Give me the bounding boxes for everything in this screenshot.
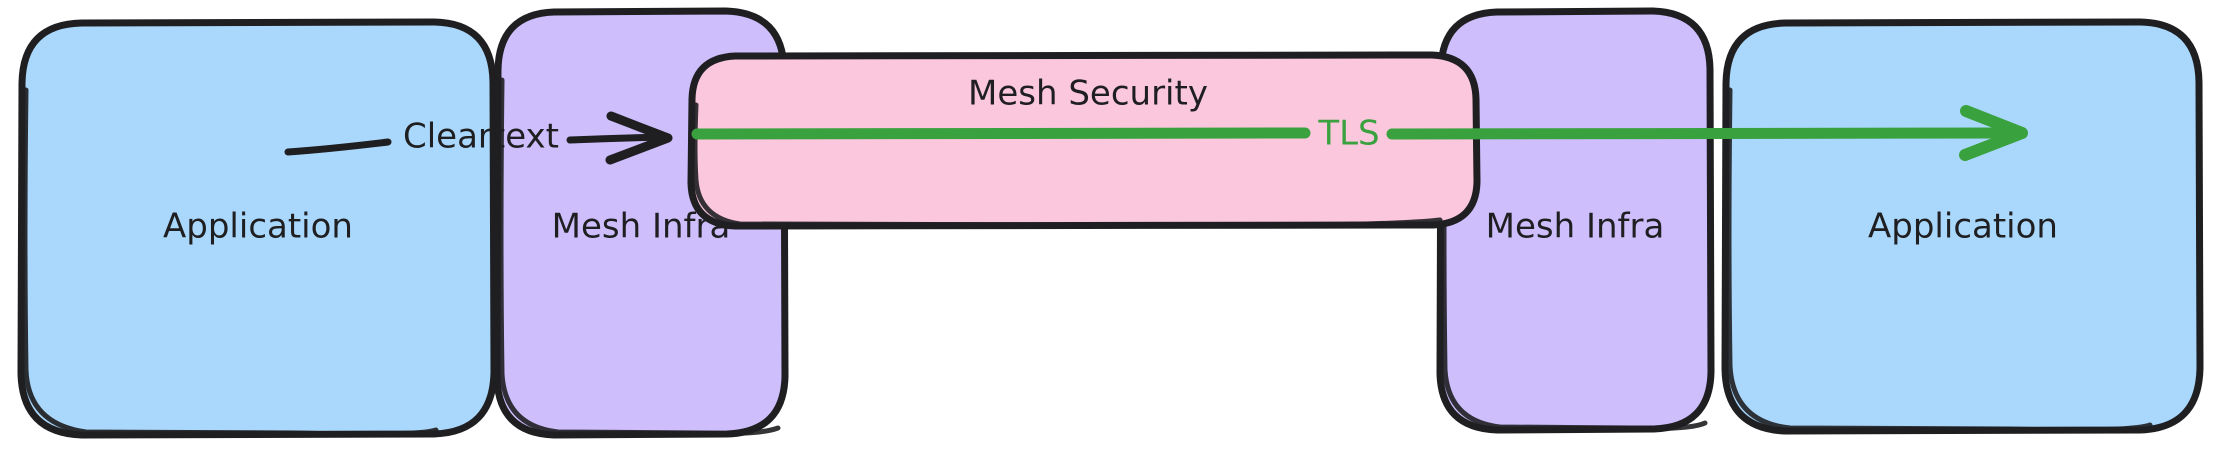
node-app-right-sketch-accent	[1726, 87, 2153, 433]
node-mesh-security[interactable]: Mesh Security	[687, 51, 1481, 230]
node-mesh-security-sketch-accent	[692, 102, 1443, 228]
edge-tls-label: TLS	[1317, 114, 1379, 154]
edge-cleartext-line-left	[284, 138, 392, 156]
edge-cleartext-arrowhead	[605, 111, 673, 165]
node-mesh-security-shape	[687, 51, 1481, 230]
edge-tls[interactable]: TLS	[691, 105, 2028, 161]
edge-tls-arrowhead	[1959, 105, 2028, 161]
node-app-right[interactable]: Application	[1721, 18, 2204, 435]
node-app-right-shape	[1721, 18, 2204, 435]
node-app-left-sketch-accent	[22, 87, 439, 437]
node-mesh-infra-right-label: Mesh Infra	[1486, 207, 1665, 247]
node-mesh-infra-left-sketch-accent	[498, 77, 781, 436]
node-app-right-label: Application	[1868, 207, 2058, 247]
node-app-left-shape	[17, 18, 498, 439]
edge-cleartext-label: Cleartext	[403, 117, 559, 157]
edge-tls-line-left	[691, 127, 1311, 140]
node-app-left[interactable]: Application	[17, 18, 498, 439]
edge-cleartext[interactable]: Cleartext	[284, 111, 673, 165]
node-app-left-label: Application	[163, 207, 353, 247]
edge-cleartext-line-right	[566, 133, 668, 144]
node-mesh-infra-right[interactable]: Mesh Infra	[1436, 7, 1715, 434]
edge-tls-line-right	[1386, 127, 2014, 140]
node-mesh-security-label: Mesh Security	[968, 74, 1208, 114]
